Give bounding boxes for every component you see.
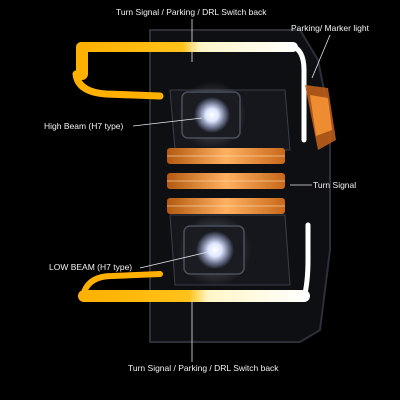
low-beam-projector xyxy=(179,214,251,286)
callout-leader-lines xyxy=(132,19,331,362)
callout-turn-signal-bottom: Turn Signal / Parking / DRL Switch back xyxy=(128,363,279,373)
callout-turn-signal: Turn Signal xyxy=(313,180,357,190)
bottom-drl-bar xyxy=(78,222,311,302)
side-marker-light xyxy=(305,85,336,150)
top-drl-bar xyxy=(72,42,307,143)
callout-high-beam: High Beam (H7 type) xyxy=(44,121,124,131)
high-beam-projector xyxy=(178,81,246,149)
callout-turn-signal-top: Turn Signal / Parking / DRL Switch back xyxy=(116,7,267,17)
callout-low-beam: LOW BEAM (H7 type) xyxy=(49,262,133,272)
callout-parking-marker: Parking/ Marker light xyxy=(291,23,369,33)
turn-signal-bars xyxy=(167,148,285,214)
